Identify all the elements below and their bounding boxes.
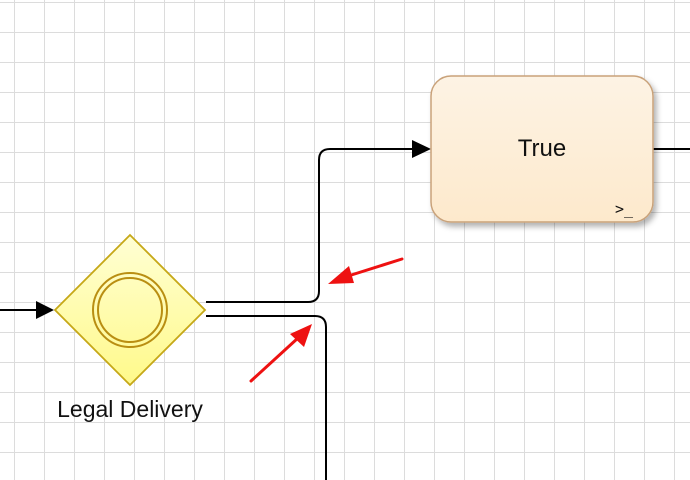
annotation-arrow-upper bbox=[328, 257, 404, 284]
connector-to-true-task[interactable] bbox=[206, 140, 431, 303]
event-based-gateway-icon bbox=[92, 272, 168, 348]
task-box[interactable] bbox=[430, 75, 654, 223]
annotation-arrow-lower bbox=[249, 324, 312, 383]
gateway-label: Legal Delivery bbox=[57, 396, 203, 422]
script-prompt-icon: >_ bbox=[615, 200, 634, 218]
task-true[interactable]: True >_ bbox=[430, 75, 654, 223]
gateway-diamond[interactable] bbox=[53, 233, 207, 387]
gateway-legal-delivery[interactable] bbox=[53, 233, 207, 387]
incoming-connector[interactable] bbox=[0, 301, 54, 319]
connector-down-branch[interactable] bbox=[206, 315, 327, 480]
task-label: True bbox=[518, 135, 566, 162]
